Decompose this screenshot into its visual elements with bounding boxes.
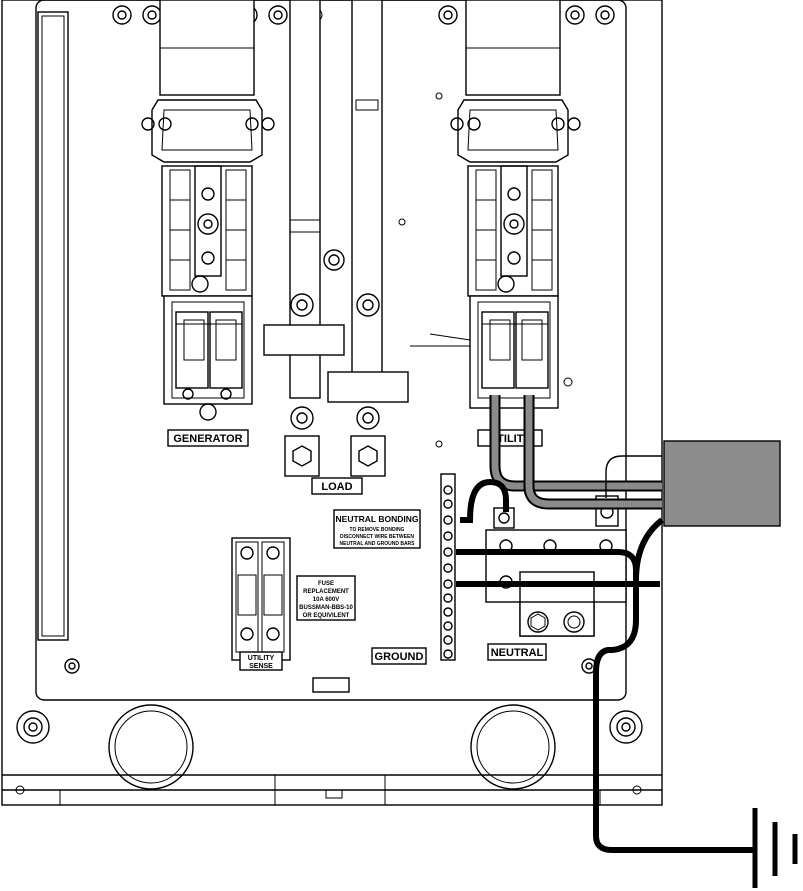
svg-text:GROUND: GROUND (375, 651, 424, 663)
knockout-right (470, 704, 556, 790)
ground-bar (440, 473, 456, 661)
neutral-label: NEUTRAL (487, 643, 547, 661)
svg-text:BUSSMAN-BBS-10: BUSSMAN-BBS-10 (299, 605, 353, 611)
enclosure (1, 0, 663, 806)
svg-text:REPLACEMENT: REPLACEMENT (303, 589, 349, 595)
generator-label: GENERATOR (167, 429, 249, 447)
svg-text:FUSE: FUSE (318, 581, 334, 587)
svg-text:TO REMOVE BONDING: TO REMOVE BONDING (350, 527, 405, 533)
svg-text:NEUTRAL: NEUTRAL (491, 647, 544, 659)
svg-text:NEUTRAL BONDING: NEUTRAL BONDING (336, 514, 419, 524)
earth-ground-symbol (752, 808, 798, 888)
generator-breaker-assembly (141, 0, 275, 421)
neutral-bonding-note: NEUTRAL BONDING TO REMOVE BONDING DISCON… (333, 509, 421, 549)
svg-text:NEUTRAL AND GROUND BARS: NEUTRAL AND GROUND BARS (340, 541, 416, 547)
svg-text:OR EQUIVILENT: OR EQUIVILENT (303, 613, 350, 619)
svg-text:10A 600V: 10A 600V (313, 597, 339, 603)
svg-text:LOAD: LOAD (321, 481, 352, 493)
blank-label-plate (312, 677, 350, 693)
ground-label: GROUND (371, 647, 427, 665)
load-label: LOAD (311, 477, 363, 495)
neutral-ground-wires (456, 455, 755, 853)
fuse-replacement-note: FUSE REPLACEMENT 10A 600V BUSSMAN-BBS-10… (296, 575, 356, 621)
utility-wires (489, 395, 662, 510)
utility-sense-fuse-block (231, 537, 291, 661)
neutral-bar (485, 495, 627, 637)
load-bus-bars (263, 0, 409, 477)
svg-text:DISCONNECT WIRE BETWEEN: DISCONNECT WIRE BETWEEN (340, 534, 414, 540)
conduit-entry-box (663, 440, 781, 527)
svg-text:SENSE: SENSE (249, 663, 273, 670)
mounting-screws (15, 5, 643, 795)
knockout-left (108, 704, 194, 790)
utility-wire-overlay (489, 420, 535, 486)
utility-breaker-assembly (410, 0, 581, 409)
svg-text:GENERATOR: GENERATOR (173, 433, 242, 445)
svg-text:UTILITY: UTILITY (248, 655, 275, 662)
utility-sense-label: UTILITY SENSE (239, 651, 283, 671)
